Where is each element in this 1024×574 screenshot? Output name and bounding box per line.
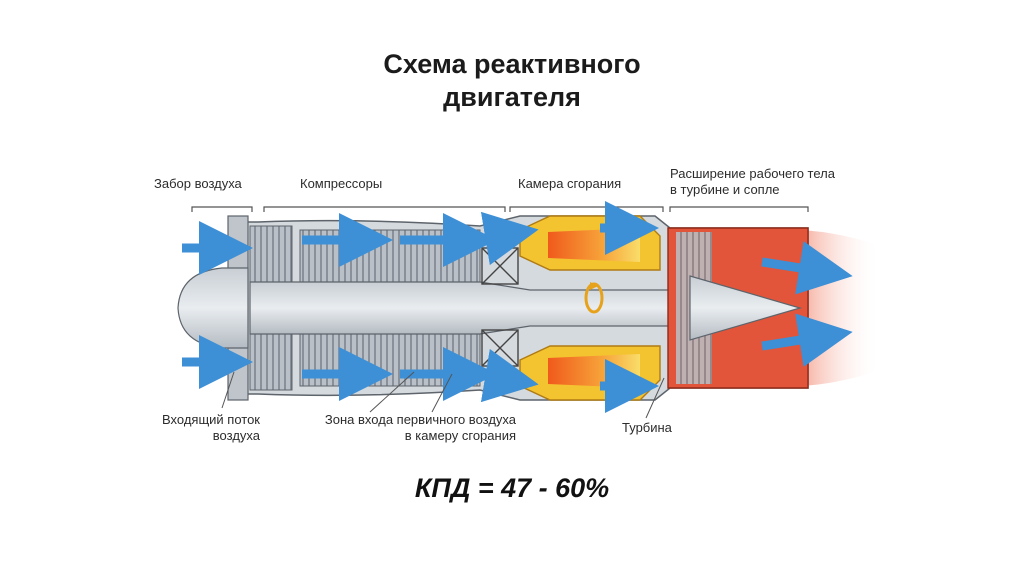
combustion-chamber-upper	[519, 215, 661, 271]
efficiency-formula: КПД = 47 - 60%	[414, 473, 610, 503]
label-expansion: Расширение рабочего тела в турбине и соп…	[670, 166, 835, 198]
slide-title: Схема реактивного двигателя	[0, 48, 1024, 114]
title-line-2: двигателя	[443, 82, 581, 112]
exhaust-plume	[800, 230, 880, 386]
label-combustion-chamber: Камера сгорания	[518, 176, 622, 191]
central-shaft	[249, 281, 681, 335]
leader-lines	[221, 371, 665, 419]
label-primary-air: Зона входа первичного воздуха в камеру с…	[296, 412, 516, 444]
label-compressors: Компрессоры	[300, 176, 383, 191]
turbine-nozzle	[667, 227, 809, 389]
label-incoming-flow: Входящий поток воздуха	[130, 412, 260, 444]
combustion-chamber-lower	[519, 345, 661, 401]
title-line-1: Схема реактивного	[383, 49, 641, 79]
label-incoming-flow-line-2: воздуха	[212, 428, 260, 443]
rotation-arrow-icon	[584, 282, 604, 314]
label-incoming-flow-line-1: Входящий поток	[162, 412, 260, 427]
nose-cone	[177, 267, 249, 349]
label-primary-air-line-1: Зона входа первичного воздуха	[324, 412, 516, 427]
label-turbine: Турбина	[622, 420, 672, 435]
label-expansion-line-2: в турбине и сопле	[670, 182, 780, 197]
label-air-intake: Забор воздуха	[154, 176, 242, 191]
label-primary-air-line-2: в камеру сгорания	[404, 428, 516, 443]
label-expansion-line-1: Расширение рабочего тела	[670, 166, 835, 181]
section-brackets	[191, 206, 809, 212]
